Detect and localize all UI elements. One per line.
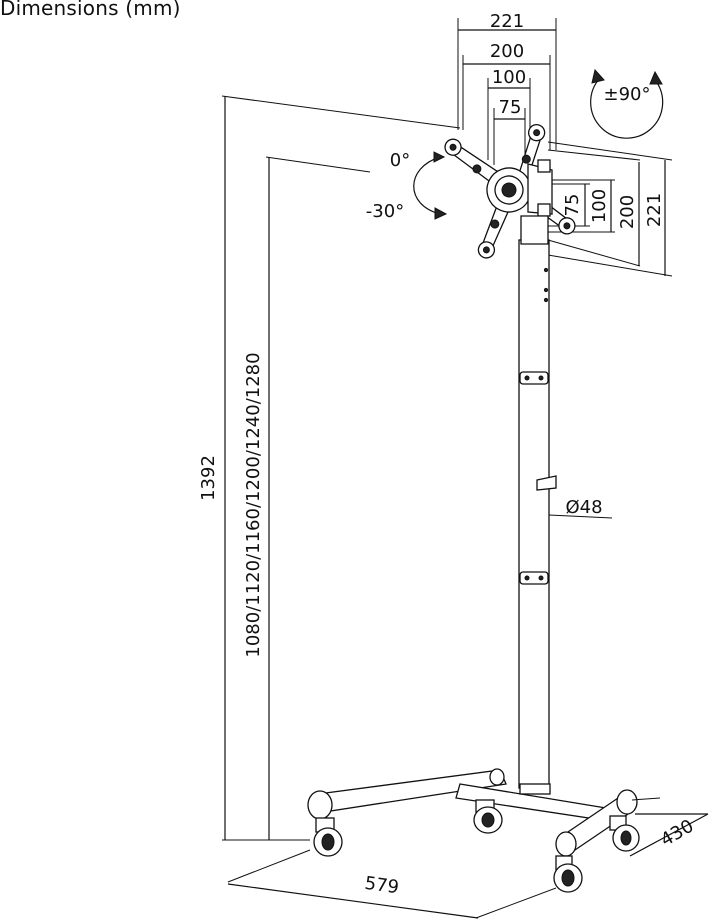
pole-diameter-dimension bbox=[548, 514, 613, 519]
base-depth-label: 430 bbox=[657, 816, 697, 851]
adjustable-heights-label: 1080/1120/1160/1200/1240/1280 bbox=[243, 352, 264, 657]
caster-wheel-front-center bbox=[553, 855, 583, 893]
pole bbox=[518, 239, 557, 789]
tilt-top-label: 0° bbox=[390, 150, 410, 171]
base-width-dimension bbox=[227, 849, 557, 919]
caster-wheel-back-center bbox=[473, 799, 503, 834]
overall-height-label: 1392 bbox=[198, 455, 219, 501]
vesa-v-221-label: 221 bbox=[644, 193, 665, 227]
rotation-label: ±90° bbox=[604, 84, 651, 105]
caster-wheel-front-right bbox=[609, 815, 640, 852]
base-width-label: 579 bbox=[363, 873, 400, 899]
caster-wheel-back-left bbox=[313, 817, 343, 857]
stand-base bbox=[307, 768, 638, 857]
vesa-v-200-label: 200 bbox=[617, 195, 638, 229]
vesa-v-75-label: 75 bbox=[562, 194, 583, 217]
vesa-h-221-label: 221 bbox=[490, 11, 524, 32]
overall-height-dimension bbox=[221, 95, 461, 841]
adjustable-height-dimension bbox=[265, 156, 371, 840]
vesa-vertical-dimensions bbox=[547, 141, 673, 277]
vesa-v-100-label: 100 bbox=[589, 189, 610, 223]
vesa-h-100-label: 100 bbox=[492, 67, 526, 88]
vesa-h-200-label: 200 bbox=[490, 41, 524, 62]
rotation-arrow-icon bbox=[590, 68, 664, 139]
tilt-arrow-icon bbox=[413, 151, 448, 220]
vesa-bracket bbox=[444, 124, 576, 259]
vesa-h-75-label: 75 bbox=[499, 97, 522, 118]
diagram-title: Dimensions (mm) bbox=[0, 0, 181, 20]
tilt-bottom-label: -30° bbox=[366, 201, 404, 222]
pole-diameter-label: Ø48 bbox=[565, 497, 602, 518]
base-depth-dimension bbox=[629, 797, 709, 857]
